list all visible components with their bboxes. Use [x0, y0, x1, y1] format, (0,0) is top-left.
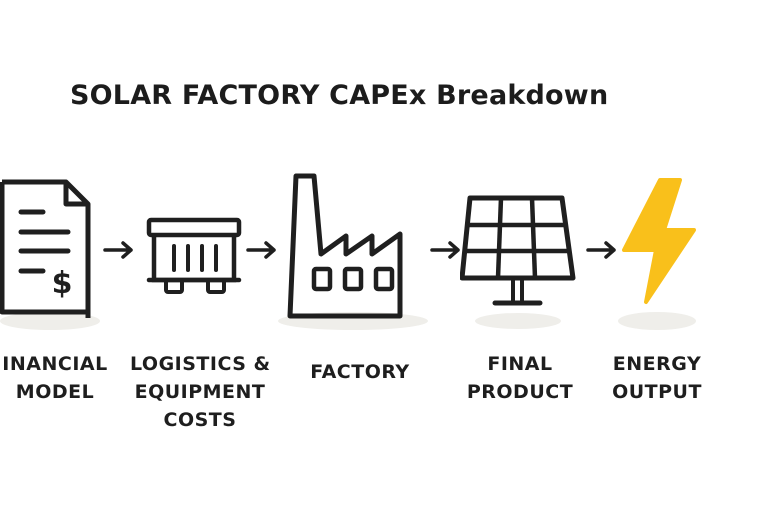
- icon-shadow: [618, 312, 696, 330]
- label-line: COSTS: [163, 409, 237, 431]
- arrow-right-icon: [430, 240, 462, 260]
- step-label-logistics: LOGISTICS & EQUIPMENT COSTS: [130, 350, 270, 434]
- icon-shadow: [0, 312, 100, 330]
- label-line: ENERGY: [612, 353, 702, 375]
- solar-panel-icon: [460, 194, 580, 310]
- step-label-factory: FACTORY: [290, 358, 430, 386]
- step-label-energy-output: ENERGY OUTPUT: [598, 350, 716, 406]
- step-label-financial-model: INANCIAL MODEL: [0, 350, 110, 406]
- label-line: INANCIAL: [2, 353, 108, 375]
- document-dollar-icon: $: [0, 178, 95, 318]
- arrow-right-icon: [246, 240, 278, 260]
- lightning-bolt-icon: [620, 178, 700, 306]
- label-line: LOGISTICS &: [130, 353, 271, 375]
- shipping-container-icon: [146, 216, 242, 300]
- svg-text:$: $: [52, 266, 73, 301]
- label-line: FINAL: [487, 353, 553, 375]
- arrow-right-icon: [103, 240, 135, 260]
- label-line: EQUIPMENT: [134, 381, 266, 403]
- diagram-title: SOLAR FACTORY CAPEx Breakdown: [70, 80, 609, 111]
- arrow-right-icon: [586, 240, 618, 260]
- label-line: PRODUCT: [466, 381, 574, 403]
- label-line: OUTPUT: [612, 381, 702, 403]
- label-line: FACTORY: [310, 361, 410, 383]
- factory-icon: [284, 170, 424, 322]
- label-line: MODEL: [15, 381, 95, 403]
- step-label-final-product: FINAL PRODUCT: [455, 350, 585, 406]
- icon-shadow: [475, 313, 561, 329]
